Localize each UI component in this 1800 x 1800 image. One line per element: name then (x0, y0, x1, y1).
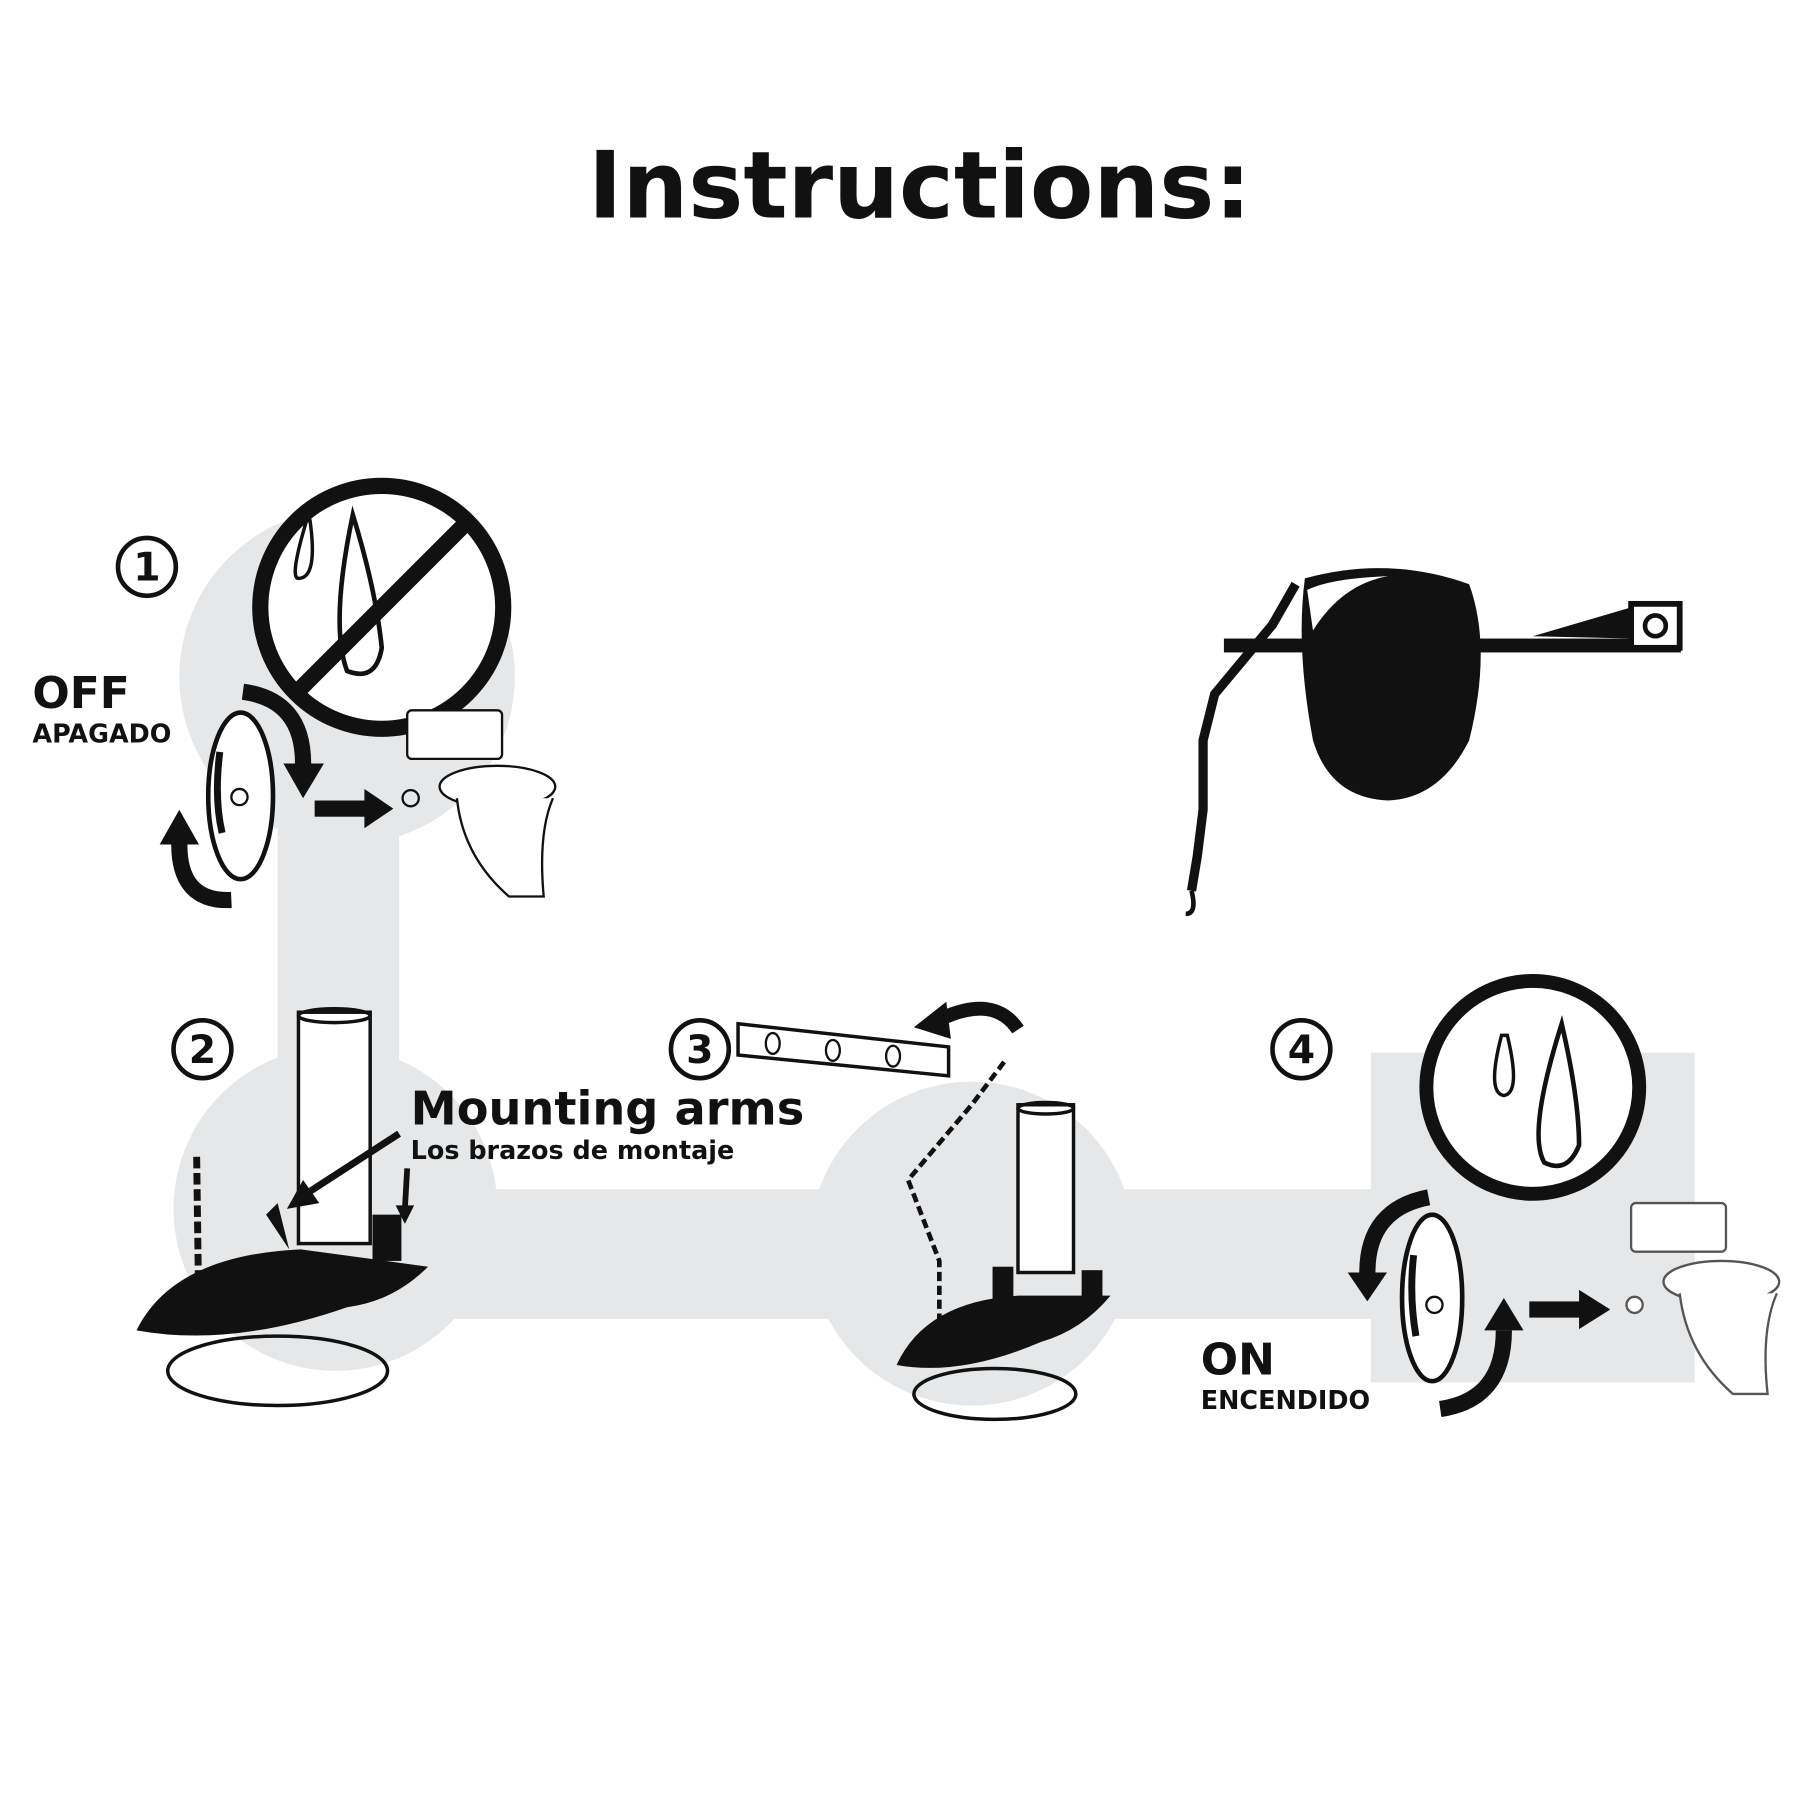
toilet-icon (1625, 1201, 1781, 1396)
flapper-assembly-icon (136, 1007, 429, 1408)
page-title: Instructions: (588, 131, 1251, 239)
toilet-icon (401, 709, 557, 898)
step-number: 1 (133, 545, 160, 591)
step-3: 3 (668, 1001, 1111, 1422)
step-2: 2 Mounting arms Los brazos de montaje (136, 1007, 805, 1408)
flapper-icon (1223, 568, 1683, 801)
step-number: 2 (189, 1027, 216, 1073)
right-arrow-icon (1529, 1289, 1611, 1330)
on-label: ON (1201, 1334, 1275, 1385)
shutoff-valve-icon (1399, 1212, 1465, 1384)
no-water-icon (252, 477, 512, 737)
off-label: OFF (32, 668, 129, 719)
water-on-icon (1419, 974, 1647, 1201)
step-number: 4 (1288, 1027, 1315, 1073)
shutoff-valve-icon (205, 710, 276, 882)
flush-lever-icon (736, 1021, 951, 1078)
curved-arrow-icon (939, 1001, 1024, 1034)
turn-arrow-icon (171, 844, 232, 909)
pointer-arrow-icon (286, 1130, 415, 1224)
step-number: 3 (686, 1027, 713, 1073)
turn-arrow-icon (1438, 1330, 1512, 1418)
turn-arrow-icon (241, 683, 312, 764)
step-1: 1 OFF APAGADO (32, 477, 557, 909)
turn-arrow-icon (1359, 1189, 1431, 1273)
on-sublabel: ENCENDIDO (1201, 1385, 1370, 1415)
mounting-arms-sublabel: Los brazos de montaje (411, 1135, 735, 1165)
chain-icon (1185, 581, 1300, 917)
off-sublabel: APAGADO (32, 719, 171, 749)
flapper-assembly-icon (896, 1060, 1111, 1422)
step-4: 4 ON ENCENDIDO (1201, 974, 1781, 1418)
mounting-arms-label: Mounting arms (411, 1081, 805, 1135)
right-arrow-icon (314, 788, 394, 829)
